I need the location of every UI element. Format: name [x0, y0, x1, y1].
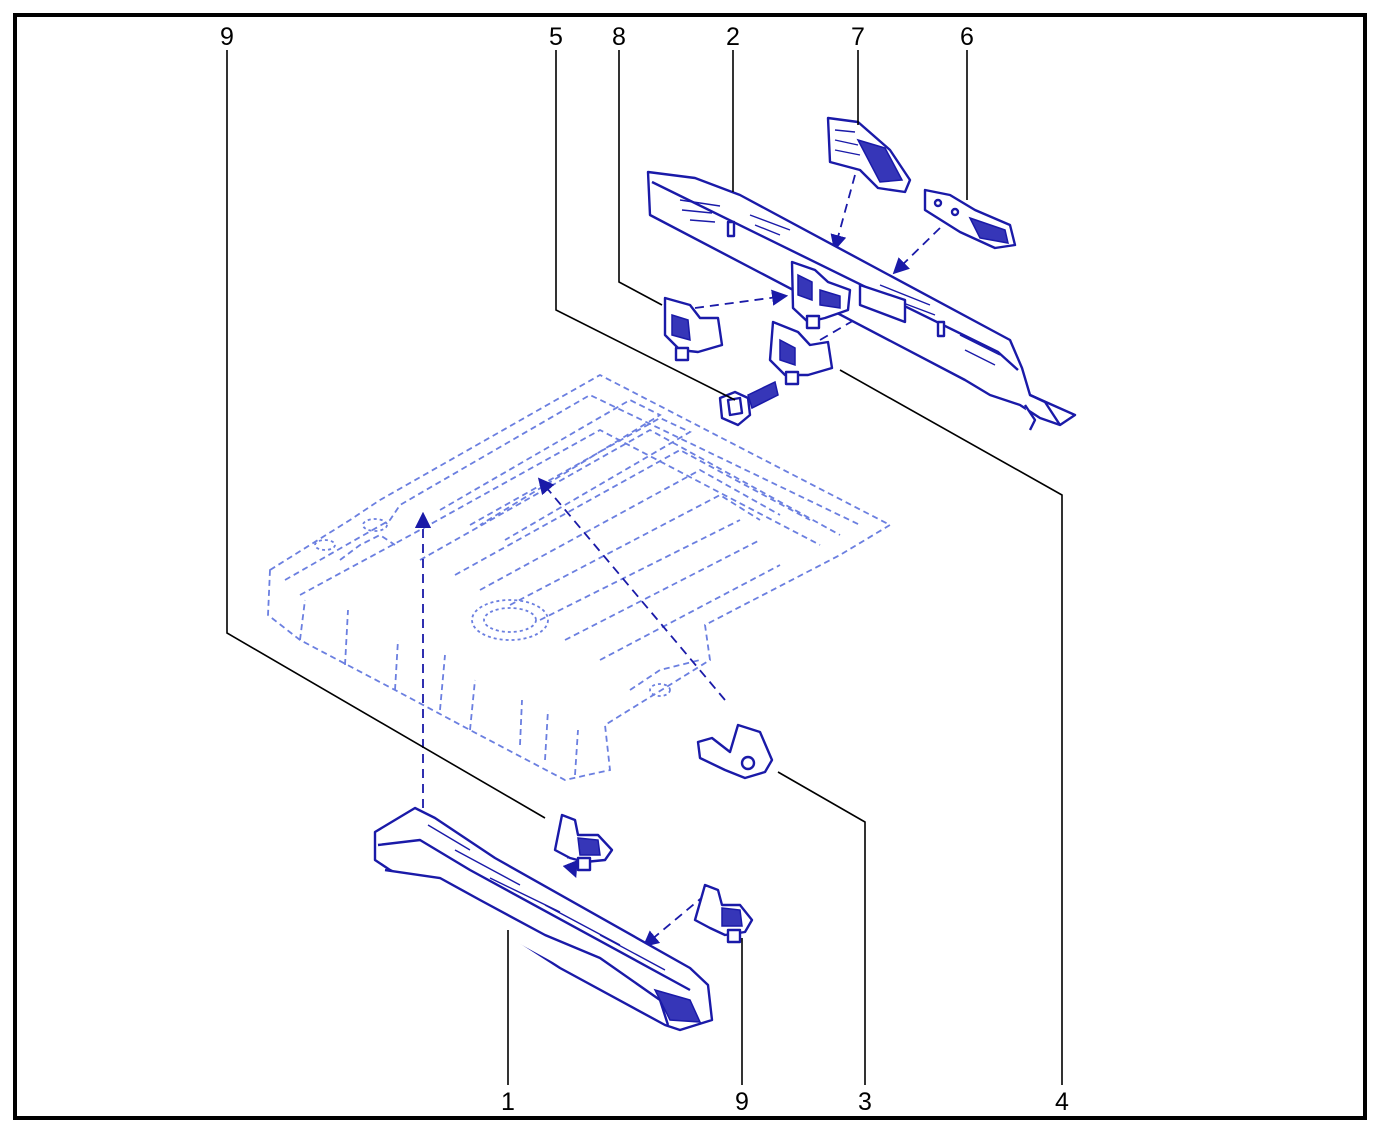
floor-panel-ghost: [267, 373, 892, 781]
callout-labels: 9 5 8 2 7 6 1 9 3 4: [220, 23, 1069, 1116]
bracket-part-9-right: [693, 883, 754, 944]
callout-9-top: 9: [220, 23, 234, 51]
callout-2: 2: [726, 23, 740, 51]
callout-7: 7: [851, 23, 865, 51]
callout-3: 3: [858, 1088, 872, 1116]
callout-6: 6: [960, 23, 974, 51]
diagram-frame: [13, 13, 1367, 1120]
leader-lines: [226, 50, 1063, 1085]
bracket-part-7: [826, 116, 912, 194]
bolt-part-5: [718, 380, 779, 427]
callout-8: 8: [612, 23, 626, 51]
bracket-part-8: [663, 296, 724, 362]
bracket-part-9-left: [553, 813, 614, 872]
callout-5: 5: [549, 23, 563, 51]
upper-cross-member: [646, 170, 1077, 431]
plate-part-6: [923, 188, 1017, 250]
bracket-part-4: [768, 320, 834, 386]
callout-1: 1: [501, 1088, 515, 1116]
callout-9-bottom: 9: [735, 1088, 749, 1116]
bracket-part-3: [696, 723, 774, 780]
lower-cross-member: [373, 806, 714, 1032]
member-bracket: [790, 260, 852, 330]
callout-4: 4: [1055, 1088, 1069, 1116]
